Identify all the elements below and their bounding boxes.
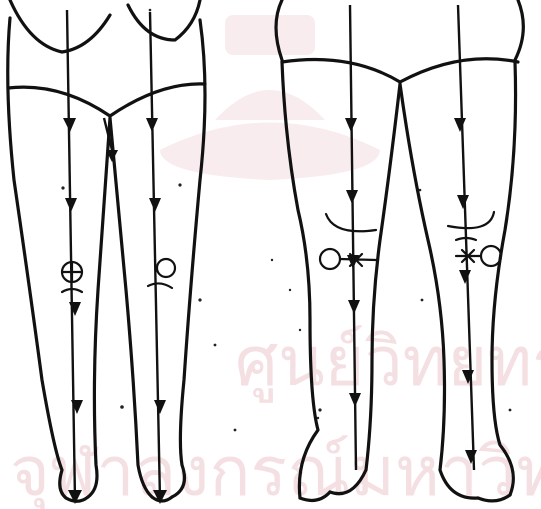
right-pair-panel [276, 0, 523, 501]
arrow [65, 198, 77, 212]
watermark-seal [160, 15, 380, 180]
left-panel-left-leg-axis [67, 10, 75, 500]
left-panel-right-knee-marker [148, 259, 175, 288]
left-panel-right-leg-axis [150, 12, 160, 500]
right-panel-waist-line [282, 59, 518, 82]
left-panel-right-thigh-top [128, 0, 200, 40]
right-panel-right-knee-marker [456, 246, 501, 266]
arrow [63, 118, 76, 132]
right-panel-left-knee-arc [326, 214, 376, 231]
left-panel-right-leg-outer [172, 20, 205, 497]
right-panel-right-leg-outer [492, 62, 516, 495]
arrow [345, 118, 357, 132]
arrow [348, 300, 360, 314]
arrow [146, 118, 158, 132]
arrow [154, 400, 166, 414]
arrow [149, 198, 161, 212]
arrow [459, 270, 471, 284]
arrow [457, 195, 469, 209]
right-panel-left-knee-marker [320, 249, 376, 269]
left-pair-panel [8, 0, 205, 504]
left-panel-left-thigh-top [10, 0, 110, 52]
right-panel-thigh-top-right [515, 0, 523, 60]
right-panel-right-knee-arc [448, 212, 494, 228]
arrow [454, 118, 466, 132]
left-panel-waist-line [8, 84, 205, 116]
arrow [346, 190, 358, 204]
watermark-line-1: ศูนย์วิทยทรัพยา [235, 323, 541, 403]
